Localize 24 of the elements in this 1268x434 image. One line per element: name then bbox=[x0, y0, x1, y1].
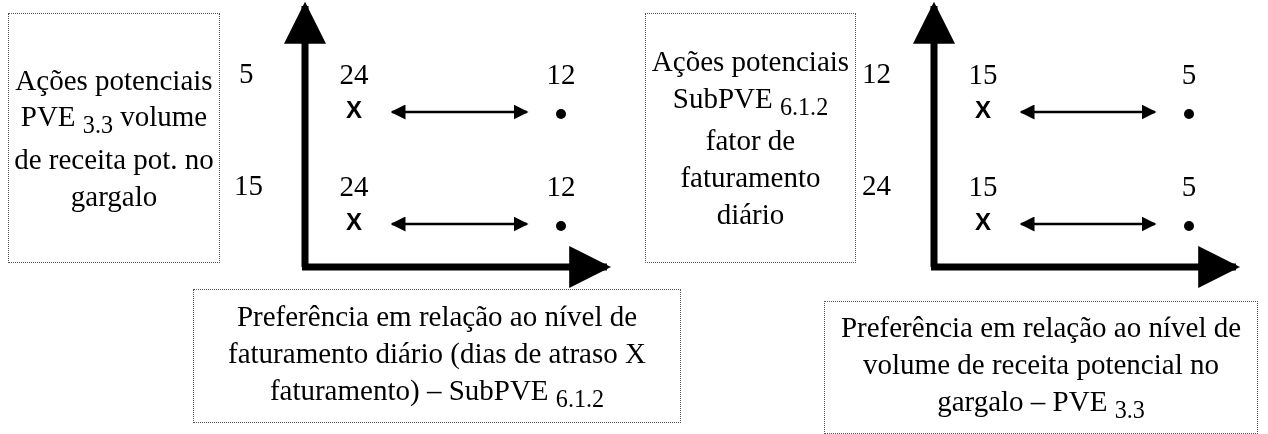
double-arrow bbox=[390, 104, 529, 120]
value-label: 24 bbox=[339, 57, 369, 92]
double-arrow bbox=[390, 216, 529, 232]
value-label: 24 bbox=[339, 169, 369, 204]
text-box: Ações potenciais SubPVE $_{6.1.2}$ fator de faturamento diário bbox=[645, 13, 856, 263]
value-label: 15 bbox=[968, 57, 998, 92]
value-label: 12 bbox=[546, 57, 576, 92]
point-marker: X bbox=[346, 95, 362, 125]
value-label: 5 bbox=[1181, 57, 1197, 92]
point-marker: X bbox=[975, 207, 991, 237]
text-box: Ações potenciais PVE $_{3.3}$ volume de receita pot. no gargalo bbox=[8, 13, 220, 263]
point-marker: X bbox=[975, 95, 991, 125]
double-arrow bbox=[1019, 104, 1157, 120]
axis-value-label: 5 bbox=[239, 57, 254, 90]
axis-value-label: 24 bbox=[862, 169, 891, 202]
value-label: 5 bbox=[1181, 169, 1197, 204]
axis-value-label: 12 bbox=[862, 57, 891, 90]
text-box: Preferência em relação ao nível de faturamento diário (dias de atraso X faturamento) – SubPVE $_{6.1.2}$ bbox=[193, 289, 681, 423]
axis-value-label: 15 bbox=[234, 169, 263, 202]
value-label: 15 bbox=[968, 169, 998, 204]
value-label: 12 bbox=[546, 169, 576, 204]
point-marker: X bbox=[346, 207, 362, 237]
text-box: Preferência em relação ao nível de volume de receita potencial no gargalo – PVE $_{3.3}$ bbox=[824, 301, 1258, 434]
double-arrow bbox=[1019, 216, 1157, 232]
